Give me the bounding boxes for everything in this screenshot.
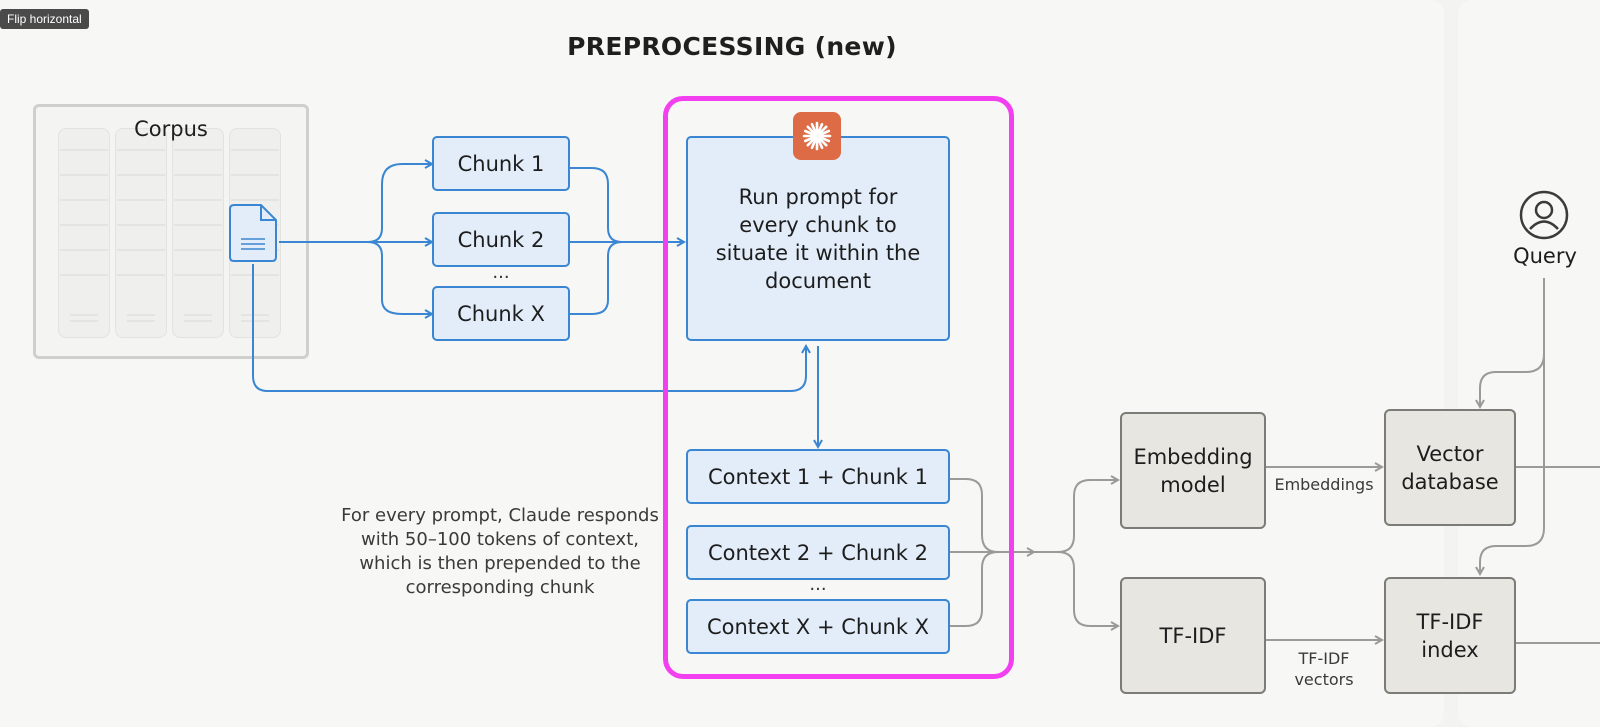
contexts-ellipsis: ... xyxy=(809,574,827,595)
corpus-doc-stack xyxy=(58,128,110,338)
chunk-x: Chunk X xyxy=(432,286,570,341)
context-chunk-1: Context 1 + Chunk 1 xyxy=(686,449,950,504)
document-icon xyxy=(229,203,278,263)
tfidf-vectors-label: TF-IDF vectors xyxy=(1294,649,1354,689)
corpus-label: Corpus xyxy=(134,117,208,141)
prompt-box: Run prompt for every chunk to situate it… xyxy=(686,136,950,341)
claude-sparkle-icon xyxy=(793,112,841,160)
corpus-doc-stack xyxy=(115,128,167,338)
chunk-1: Chunk 1 xyxy=(432,136,570,191)
claude-note: For every prompt, Claude responds with 5… xyxy=(341,505,659,598)
embedding-model-box: Embedding model xyxy=(1120,412,1266,529)
chunks-ellipsis: ... xyxy=(492,262,510,283)
vector-database-box: Vector database xyxy=(1384,409,1516,526)
query-label: Query xyxy=(1513,244,1577,268)
tfidf-index-box: TF-IDF index xyxy=(1384,577,1516,694)
flip-horizontal-tooltip: Flip horizontal xyxy=(0,9,89,29)
user-icon xyxy=(1519,190,1569,240)
context-chunk-2: Context 2 + Chunk 2 xyxy=(686,525,950,580)
chunk-2: Chunk 2 xyxy=(432,212,570,267)
contextual-retrieval-highlight xyxy=(663,96,1014,679)
context-chunk-x: Context X + Chunk X xyxy=(686,599,950,654)
embeddings-label: Embeddings xyxy=(1274,475,1374,494)
page-title: PREPROCESSING (new) xyxy=(567,32,897,61)
corpus-doc-stack xyxy=(172,128,224,338)
tfidf-box: TF-IDF xyxy=(1120,577,1266,694)
